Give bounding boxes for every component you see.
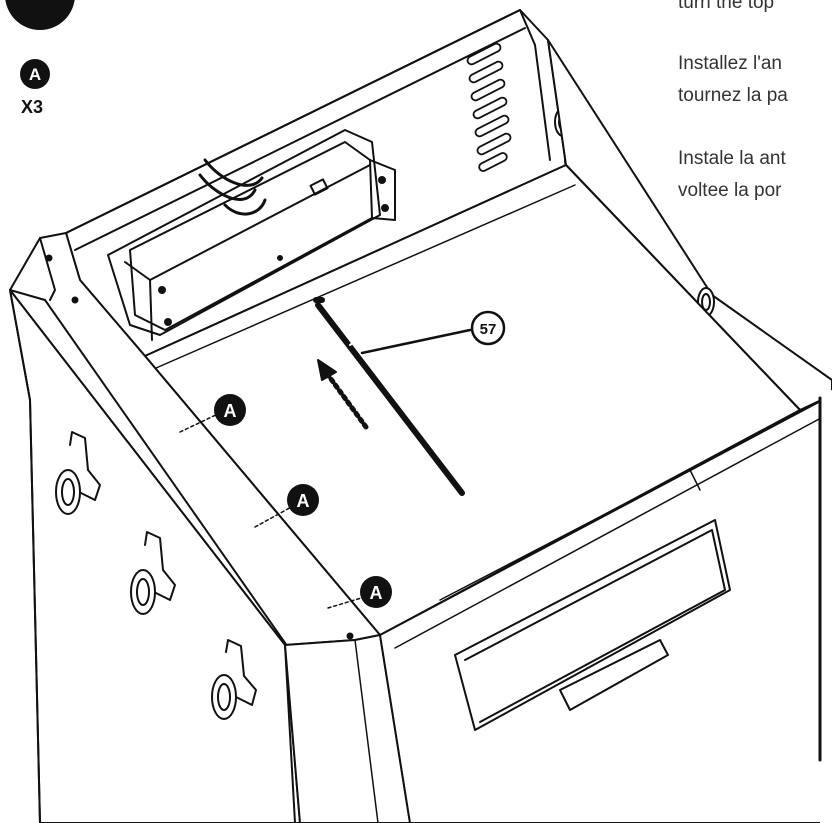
- part-key-letter: A: [29, 65, 41, 84]
- left-side-panel: [9, 289, 301, 823]
- screw-label-3: A: [370, 583, 383, 603]
- instruction-fr-line-1: Installez l'an: [678, 53, 782, 74]
- part-number: 57: [480, 321, 497, 338]
- front-panel: [379, 394, 832, 823]
- instruction-es-line-1: Instale la ant: [678, 148, 786, 169]
- drawer-handle: [559, 639, 669, 711]
- part-quantity: X3: [21, 97, 44, 117]
- part-callout-57: 57: [470, 310, 506, 346]
- screw-label-2: A: [297, 491, 310, 511]
- instruction-es-line-2: voltee la por: [678, 180, 782, 201]
- screw-callouts: A A A: [179, 394, 392, 609]
- screw-label-1: A: [224, 401, 237, 421]
- drawer-opening: [454, 519, 731, 731]
- tool-hooks: [55, 431, 257, 720]
- instruction-fr-line-2: tournez la pa: [678, 85, 788, 106]
- instruction-en-line: turn the top: [678, 0, 775, 13]
- antenna-part: [313, 297, 472, 496]
- back-wall-vents: [466, 42, 512, 172]
- insert-direction-arrow: [317, 359, 369, 430]
- step-badge: [5, 0, 75, 30]
- part-key-badge: A: [20, 59, 50, 89]
- controller-box: [107, 129, 396, 341]
